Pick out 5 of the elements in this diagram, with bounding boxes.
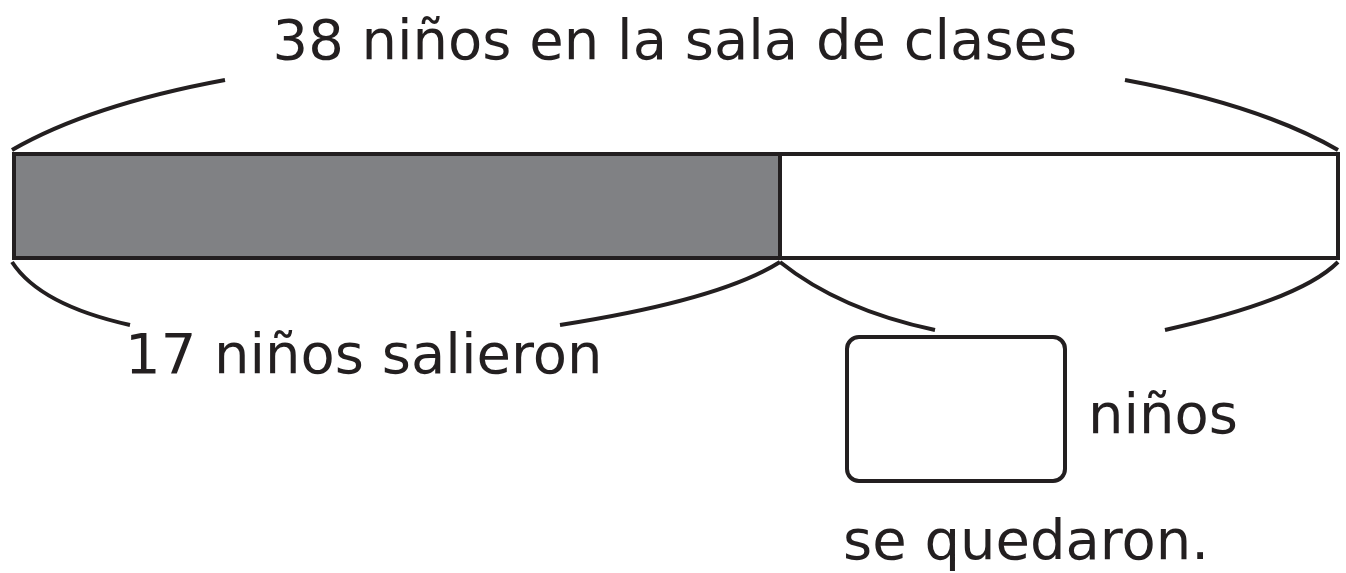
label-text: 17 niños salieron	[125, 322, 603, 386]
label-text: se quedaron.	[843, 508, 1210, 572]
answer-box	[845, 335, 1067, 483]
label-text: 38 niños en la sala de clases	[272, 8, 1078, 72]
label-text: niños	[1088, 382, 1238, 446]
